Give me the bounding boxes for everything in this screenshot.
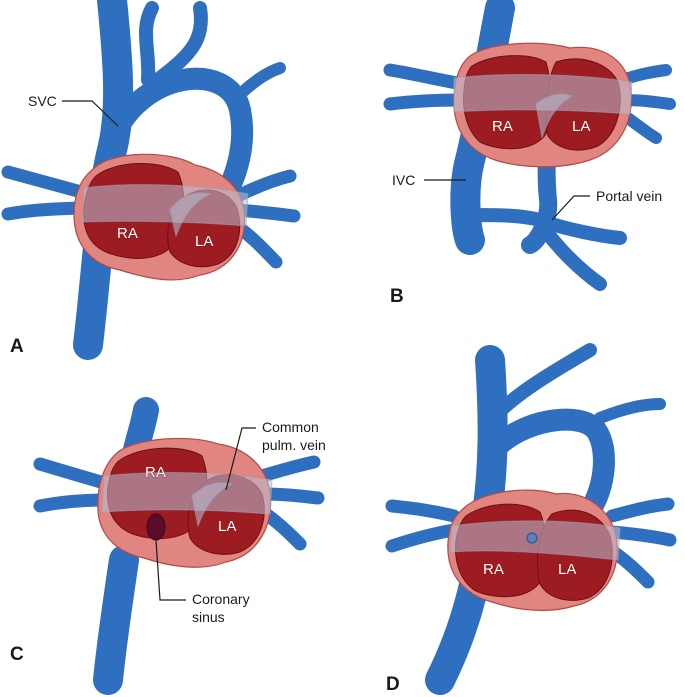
septal-flap-b: [535, 93, 574, 139]
ivc-label: IVC: [392, 172, 415, 188]
pulm-vein-left-1: [33, 457, 115, 491]
panel-letter: B: [390, 286, 404, 307]
pulm-vein-left-1: [385, 499, 461, 523]
head-branch-1: [139, 1, 159, 87]
coronary-sinus-ostium: [146, 513, 166, 541]
coronary-sinus-leader: [155, 539, 186, 601]
vertical-vein-ostium: [526, 532, 538, 544]
coronary-sinus-label-line2: sinus: [192, 609, 225, 625]
svc-leader: [62, 100, 119, 127]
pulm-confluence-a: [81, 184, 249, 227]
vertical-vein: [483, 408, 615, 521]
panel-letter: A: [10, 336, 24, 357]
ra-label: RA: [145, 464, 166, 481]
head-branch-2: [594, 398, 666, 424]
panel-letter: C: [10, 644, 24, 665]
pulm-vein-left-2: [385, 523, 461, 553]
portal-vein-branch-2: [538, 223, 607, 291]
head-branch-1: [489, 343, 597, 422]
ra-label: RA: [117, 225, 138, 242]
panel-letter: D: [386, 674, 400, 695]
common-pulm-vein-label-line1: Common: [262, 419, 319, 435]
pulm-vein-right-1: [231, 169, 297, 203]
septal-flap-a: [169, 192, 212, 238]
la-label: LA: [195, 233, 213, 250]
panel-b: RA LA IVC Portal vein B: [383, 0, 676, 307]
panel-a: RA LA SVC A: [1, 0, 301, 360]
la-label: LA: [558, 561, 576, 578]
pulm-vein-right-2: [605, 525, 677, 547]
panel-d: RA LA D: [385, 343, 677, 695]
portal-vein-branch-1: [538, 215, 627, 245]
common-pulm-vein-leader: [225, 427, 256, 491]
head-branch-3: [230, 62, 286, 104]
head-branch-2: [153, 1, 208, 85]
pulm-confluence-c: [101, 472, 273, 515]
pulm-vein-right-1: [255, 455, 321, 483]
common-pulm-vein-label: Common pulm. vein: [262, 419, 326, 453]
coronary-sinus-label-line1: Coronary: [192, 591, 250, 607]
pulm-confluence-b: [453, 74, 633, 115]
septal-flap-c: [191, 482, 234, 528]
common-pulm-vein-label-line2: pulm. vein: [262, 437, 326, 453]
portal-vein-leader: [551, 195, 590, 221]
portal-vein: [463, 208, 547, 227]
ra-label: RA: [492, 118, 513, 135]
ivc-vessel: [93, 545, 139, 695]
pulm-vein-left-2: [383, 93, 469, 111]
portal-vein-label: Portal vein: [596, 188, 662, 204]
panel-c: RA LA Common pulm. vein Coronary sinus C: [10, 397, 326, 695]
la-label: LA: [572, 118, 590, 135]
coronary-sinus-label: Coronary sinus: [192, 591, 253, 625]
la-label: LA: [218, 518, 236, 535]
pulm-vein-right-1: [605, 497, 675, 523]
pulm-vein-left-1: [383, 63, 469, 91]
svc-label: SVC: [28, 93, 57, 109]
ra-label: RA: [483, 561, 504, 578]
